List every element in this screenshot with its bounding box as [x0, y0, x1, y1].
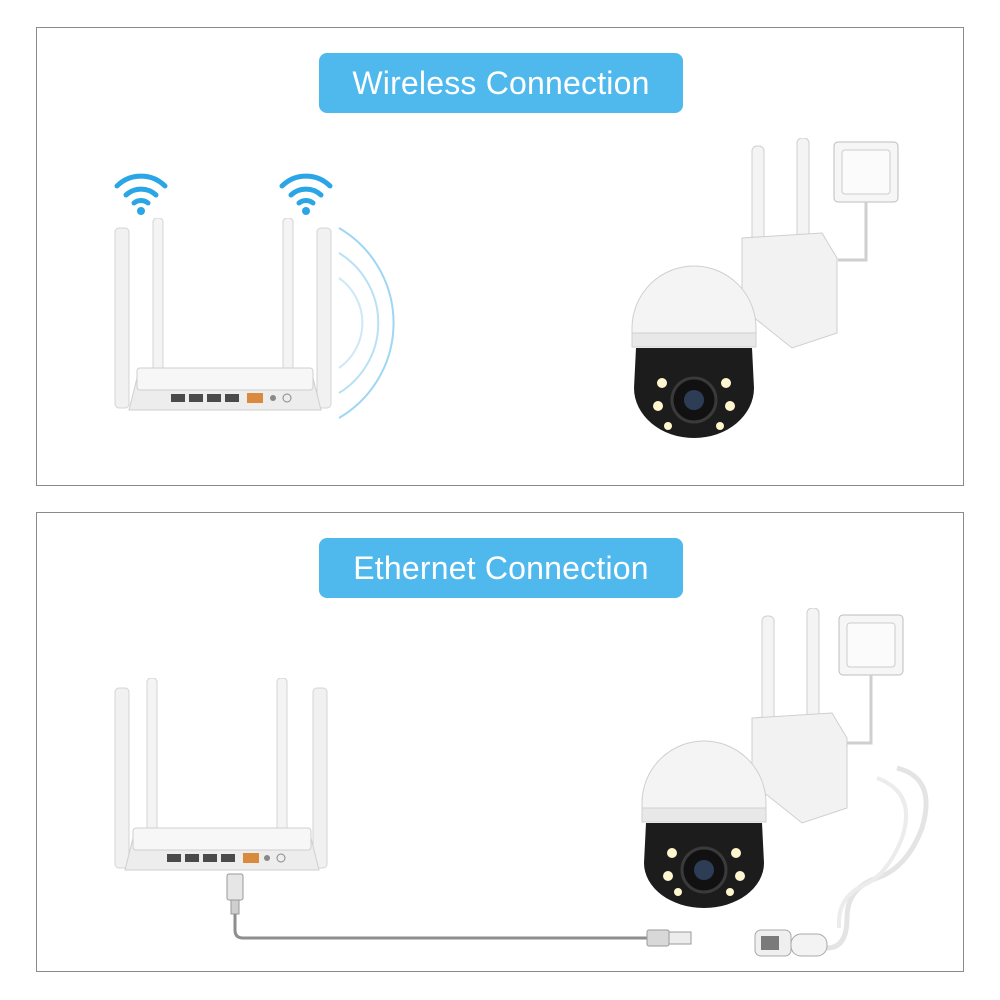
camera-cable: [754, 765, 929, 957]
wireless-connection-panel: Wireless Connection: [36, 27, 964, 486]
wifi-icon: [114, 173, 168, 215]
ethernet-connection-panel: Ethernet Connection: [36, 512, 964, 972]
camera-icon: [641, 608, 848, 908]
camera-icon: [631, 138, 838, 438]
router-icon: [114, 678, 328, 871]
ethernet-cable: [226, 873, 692, 947]
power-outlet-icon: [833, 141, 899, 262]
signal-waves-icon: [338, 227, 395, 419]
power-outlet-icon: [838, 614, 904, 745]
wireless-connection-title: Wireless Connection: [319, 53, 683, 113]
router-icon: [114, 218, 332, 411]
ethernet-plug-icon: [226, 873, 244, 901]
wifi-icon: [279, 173, 333, 215]
ethernet-connection-title: Ethernet Connection: [319, 538, 683, 598]
